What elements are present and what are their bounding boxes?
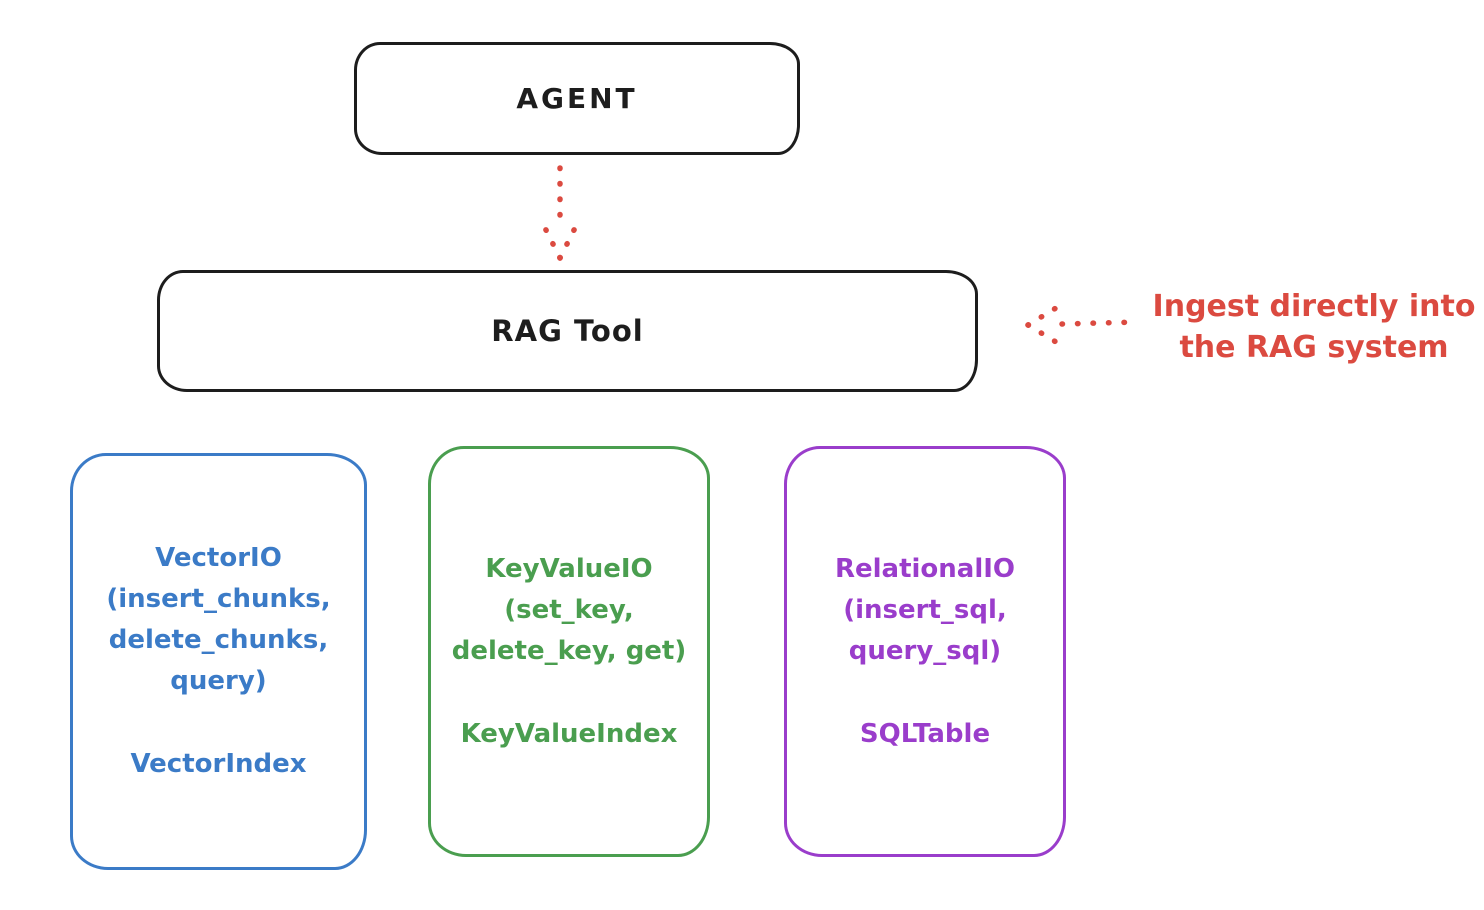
agent-label: AGENT — [516, 82, 638, 115]
rag-tool-node: RAG Tool — [157, 270, 978, 392]
vector-index-label: VectorIndex — [130, 749, 307, 779]
sql-table-label: SQLTable — [859, 718, 991, 749]
agent-node: AGENT — [354, 42, 800, 155]
relational-io-methods: RelationalIO (insert_sql, query_sql) — [834, 553, 1016, 666]
keyvalue-io-methods: KeyValueIO (set_key, delete_key, get) — [451, 553, 687, 666]
vector-io-box: VectorIO (insert_chunks, delete_chunks, … — [70, 453, 367, 870]
rag-tool-label: RAG Tool — [491, 314, 644, 348]
dotted-arrow-left-icon — [1025, 305, 1141, 345]
keyvalue-io-box: KeyValueIO (set_key, delete_key, get) Ke… — [428, 446, 710, 857]
keyvalue-index-label: KeyValueIndex — [460, 718, 678, 749]
ingest-annotation: Ingest directly into the RAG system — [1152, 289, 1476, 365]
vector-io-methods: VectorIO (insert_chunks, delete_chunks, … — [106, 543, 331, 696]
relational-io-box: RelationalIO (insert_sql, query_sql) SQL… — [784, 446, 1066, 857]
dotted-arrow-down-icon — [540, 165, 580, 261]
